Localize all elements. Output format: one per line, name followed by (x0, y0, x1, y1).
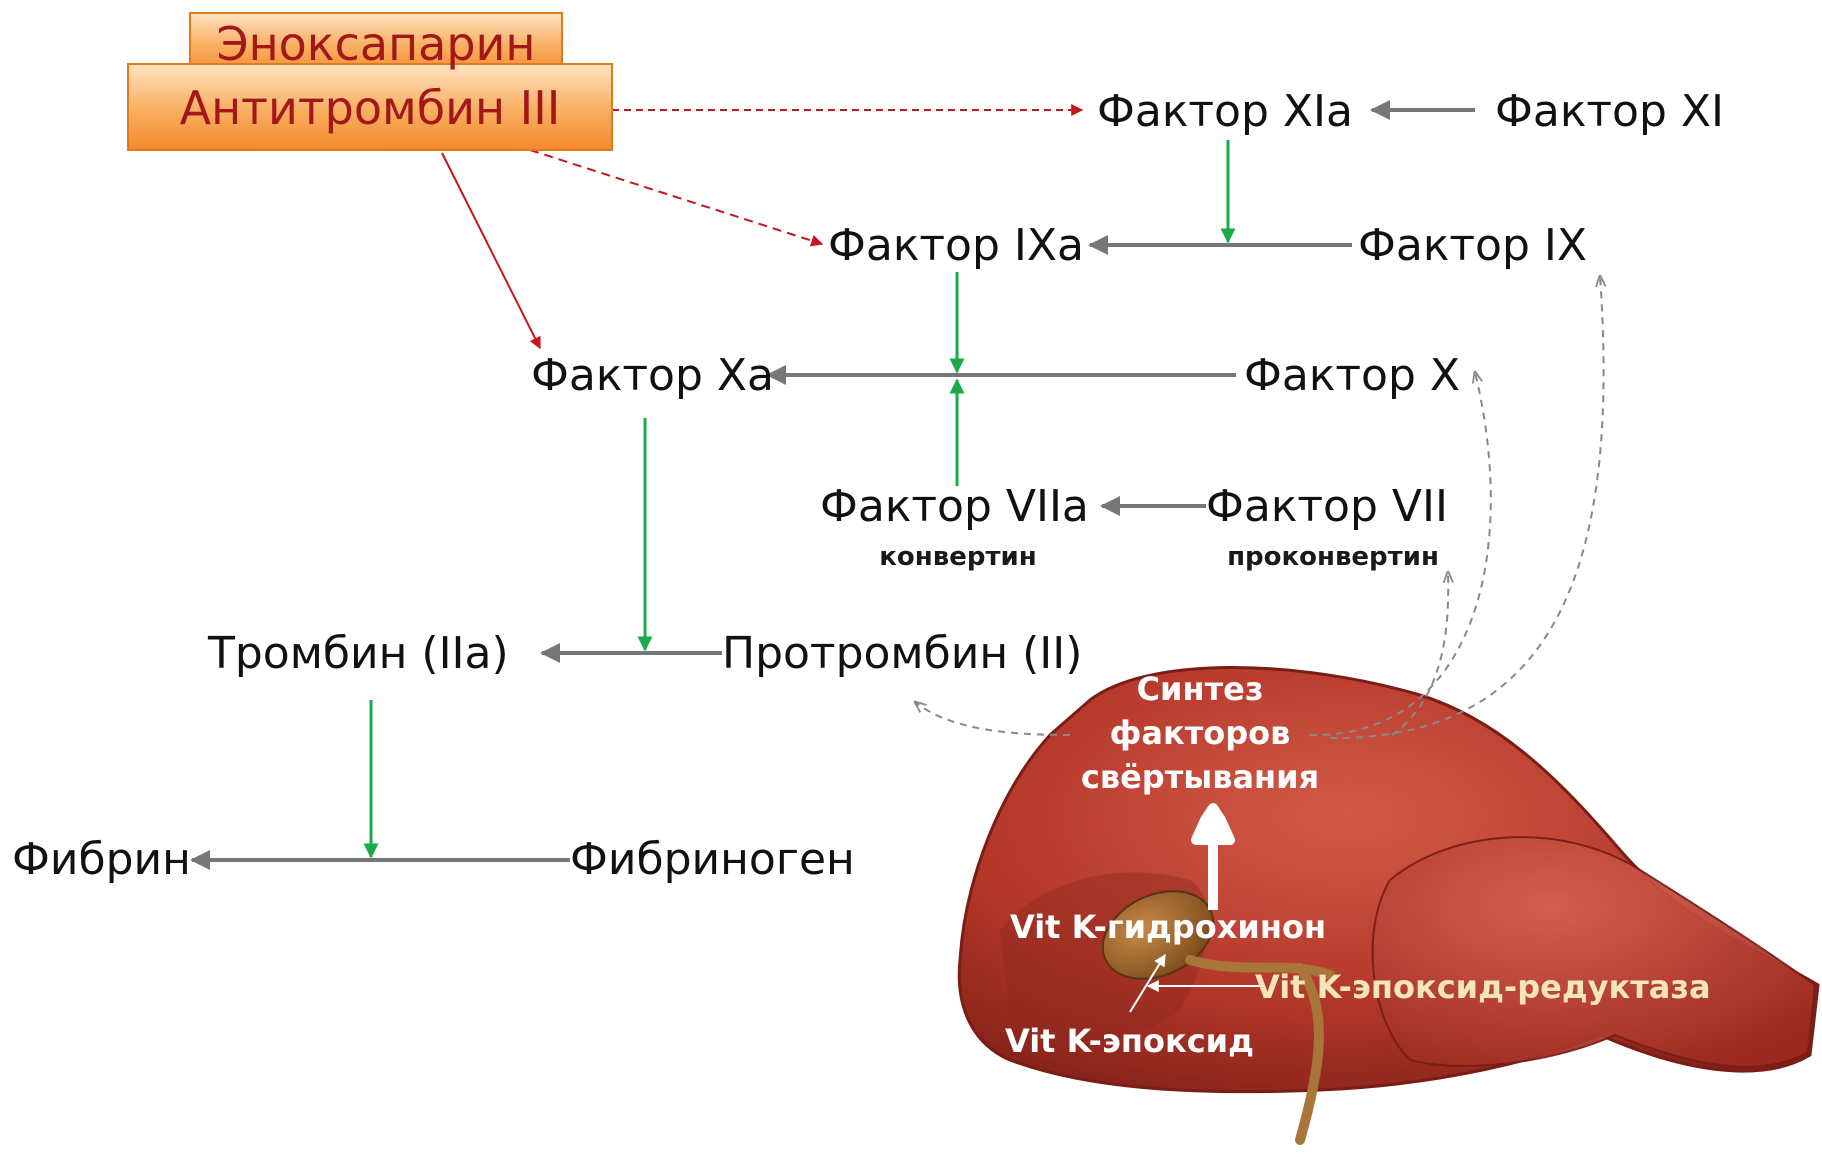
factor-10-label: Фактор X (1244, 350, 1460, 401)
vitk-hydroquinone-label: Vit K-гидрохинон (1010, 908, 1326, 946)
drug-boxes: Эноксапарин Антитромбин III (128, 13, 612, 150)
factor-7-label: Фактор VII (1206, 481, 1448, 532)
synthesis-to-prothrombin-arrow (915, 702, 1070, 735)
antithrombin-inhibits-9a-arrow (530, 150, 822, 244)
factor-10a-label: Фактор Xa (531, 350, 774, 401)
factor-7a-label: Фактор VIIa (820, 481, 1089, 532)
synthesis-label-line2: факторов (1110, 714, 1291, 752)
synthesis-label-line3: свёртывания (1081, 758, 1319, 796)
synthesis-label-line1: Синтез (1137, 670, 1264, 708)
antithrombin-inhibits-10a-arrow (442, 153, 540, 348)
thrombin-label: Тромбин (IIa) (207, 628, 509, 679)
fibrinogen-label: Фибриноген (570, 834, 855, 885)
liver-right-lobe (1373, 837, 1815, 1067)
vitk-reductase-label: Vit K-эпоксид-редуктаза (1255, 968, 1711, 1006)
liver-illustration: Синтез факторов свёртывания Vit K-гидрох… (959, 668, 1818, 1141)
factor-11-label: Фактор XI (1495, 86, 1724, 137)
factor-7-subnote: проконвертин (1227, 542, 1439, 572)
factor-11a-label: Фактор XIa (1097, 86, 1353, 137)
factor-9-label: Фактор IX (1358, 220, 1587, 271)
factor-9a-label: Фактор IXa (828, 220, 1084, 271)
prothrombin-label: Протромбин (II) (722, 628, 1082, 679)
enoxaparin-label: Эноксапарин (216, 17, 535, 71)
factor-7a-subnote: конвертин (879, 542, 1036, 572)
vitk-epoxide-label: Vit K-эпоксид (1005, 1022, 1254, 1060)
fibrin-label: Фибрин (12, 834, 191, 885)
antithrombin-label: Антитромбин III (180, 81, 561, 135)
